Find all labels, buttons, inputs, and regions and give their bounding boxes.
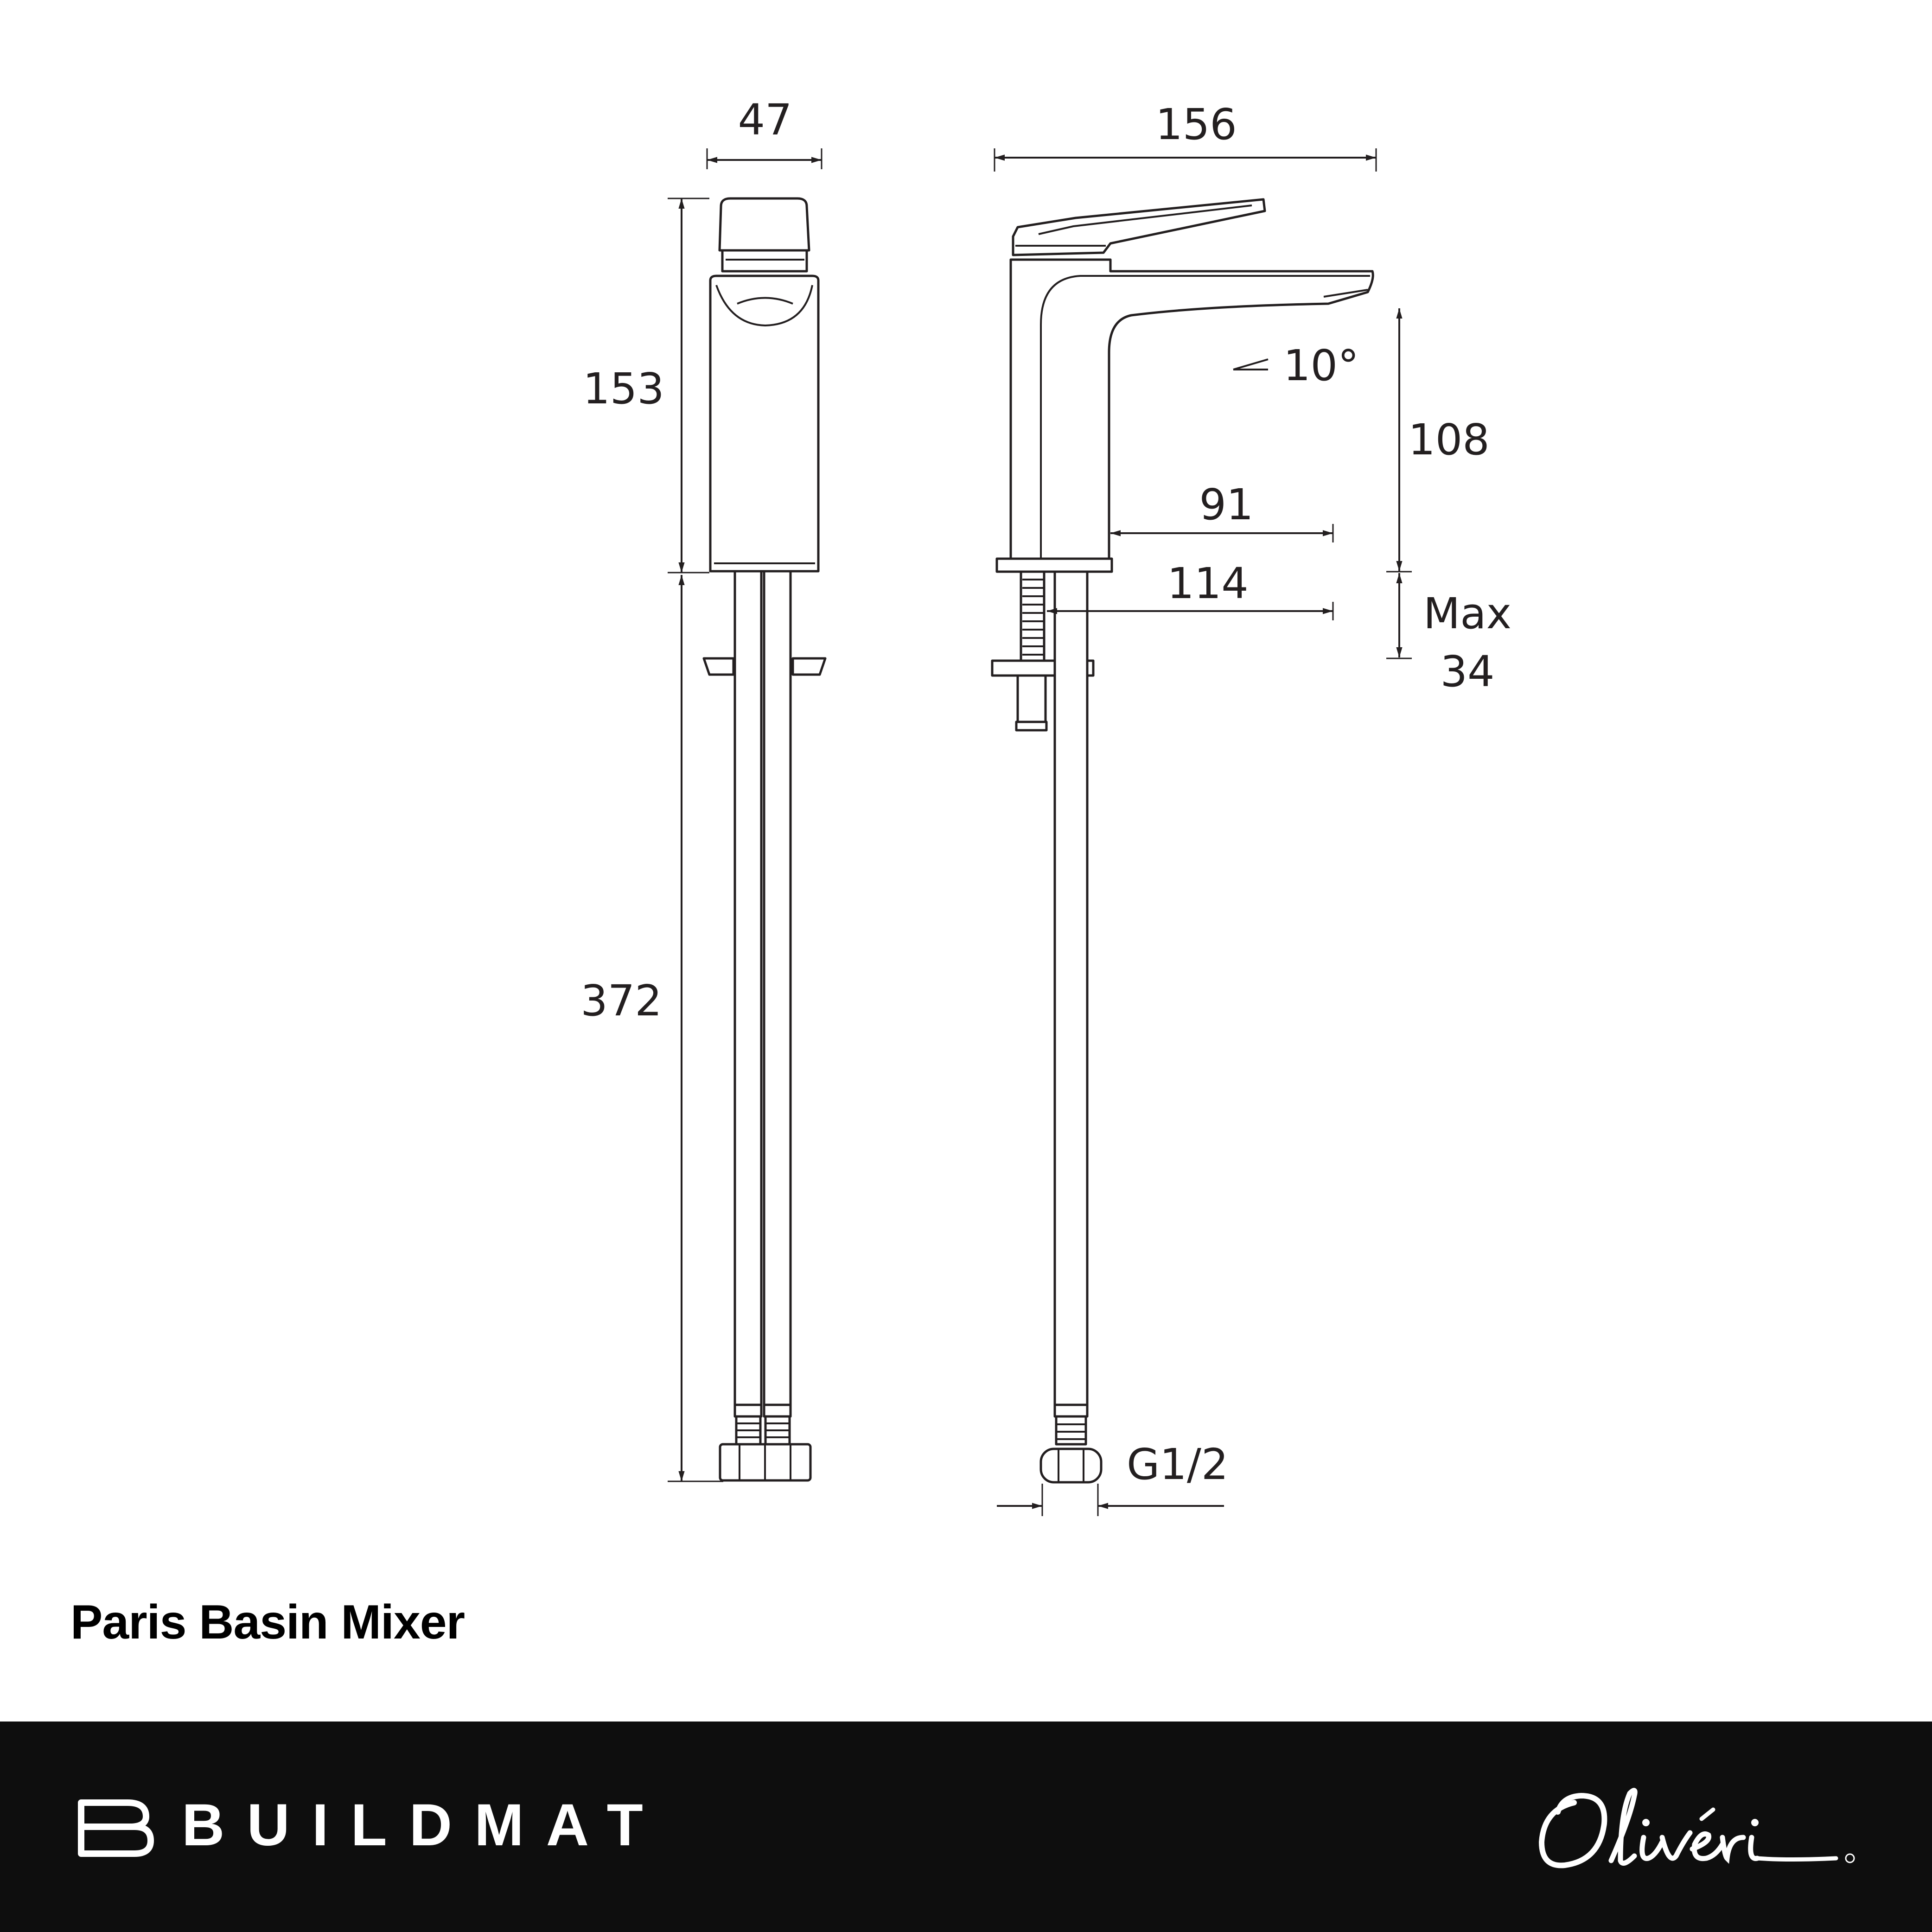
dim-max-value: 34: [1440, 647, 1494, 696]
side-hose-threads: [1055, 1415, 1087, 1446]
front-view: 47 153 372: [580, 95, 827, 1482]
dim-thread: G1/2: [1127, 1440, 1228, 1489]
dim-overall-length: 156: [1155, 100, 1237, 149]
side-shank-threads: [1022, 579, 1043, 656]
product-title: Paris Basin Mixer: [70, 1595, 465, 1649]
dim-body-height: 153: [583, 364, 664, 414]
dim-spout-height: 108: [1408, 415, 1490, 465]
technical-drawing: 47 153 372: [580, 95, 1511, 1516]
dim-width-front: 47: [738, 95, 792, 145]
dim-shank-reach: 114: [1167, 559, 1249, 608]
buildmat-wordmark: BUILDMAT: [182, 1792, 665, 1858]
side-view: 156: [991, 100, 1511, 1516]
front-hose-threads: [735, 1415, 791, 1446]
dim-hose-length: 372: [580, 976, 662, 1026]
dim-angle: 10°: [1283, 341, 1359, 390]
buildmat-logo-icon: [78, 1799, 154, 1857]
oliveri-logo-icon: [1538, 1788, 1855, 1868]
footer-bar: BUILDMAT: [0, 1722, 1932, 1932]
dim-spout-reach: 91: [1199, 480, 1253, 529]
dim-max-label: Max: [1423, 589, 1511, 638]
